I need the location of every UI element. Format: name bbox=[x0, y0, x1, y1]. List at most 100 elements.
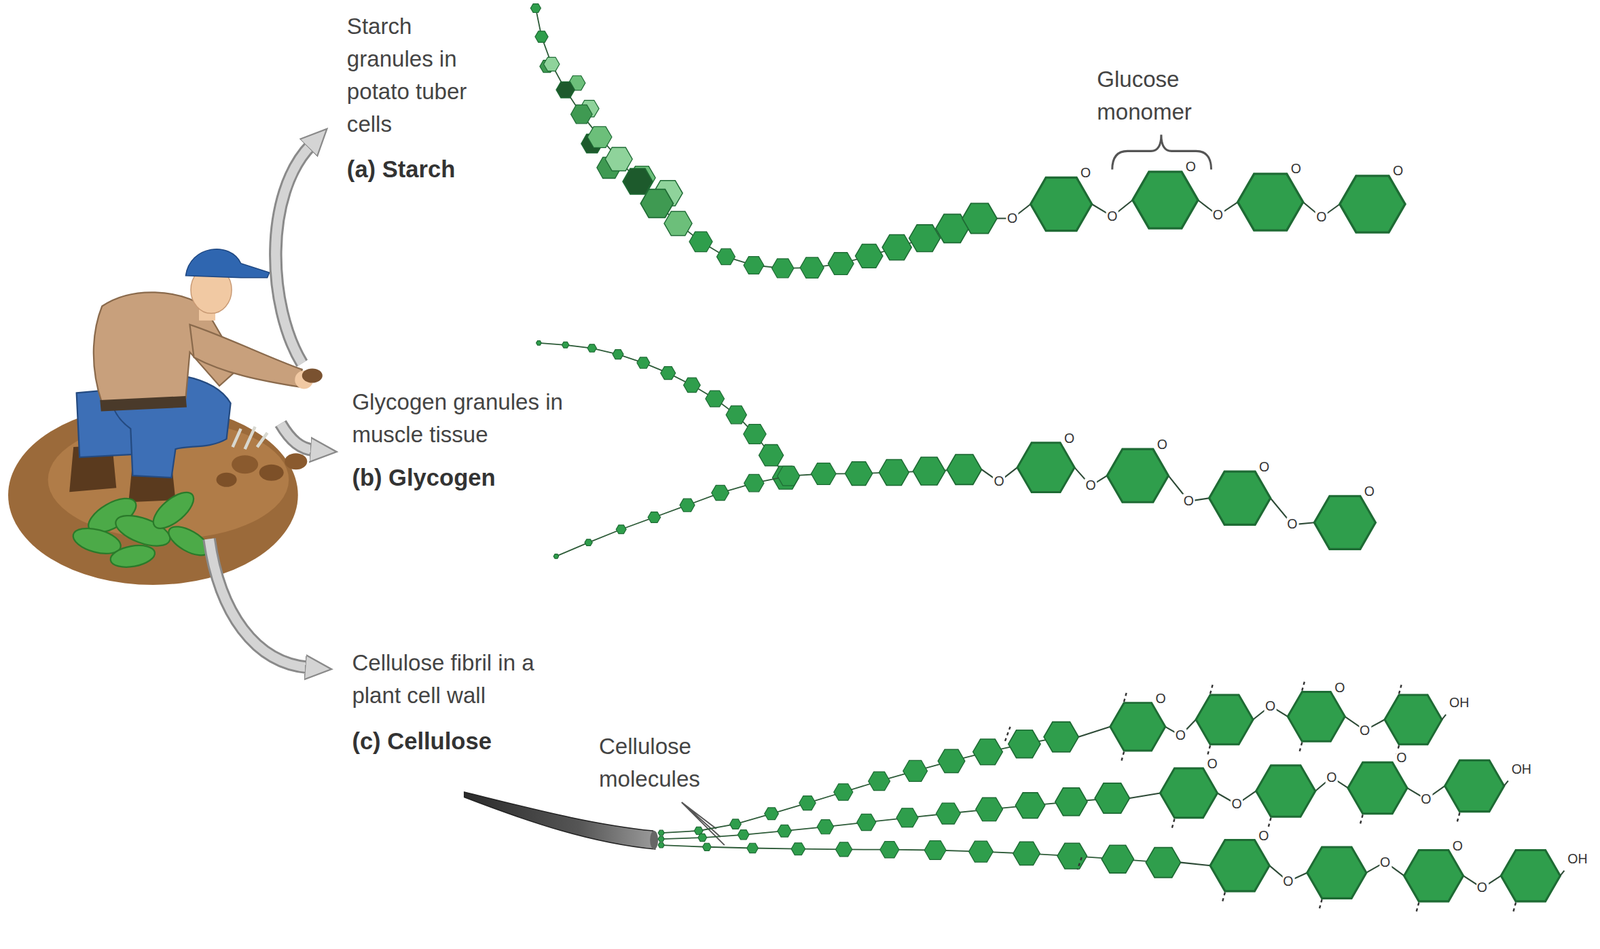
glucose-hexagon bbox=[605, 147, 633, 172]
pointer-arrows bbox=[209, 144, 315, 667]
glucose-hexagon bbox=[882, 234, 912, 260]
glucose-hexagon bbox=[799, 795, 816, 811]
glucose-hexagon bbox=[1500, 849, 1560, 901]
structure-label: Glycogen granules in muscle tissue bbox=[351, 385, 582, 451]
potato bbox=[216, 472, 238, 487]
glucose-hexagon bbox=[833, 783, 853, 800]
glucose-hexagon bbox=[737, 829, 750, 840]
hydrogen-bond bbox=[1398, 682, 1403, 695]
glucose-hexagon bbox=[553, 554, 559, 559]
glycogen-chain bbox=[553, 442, 1376, 559]
atom-label: O bbox=[1182, 493, 1195, 508]
atom-label: O bbox=[1282, 874, 1295, 889]
atom-label: O bbox=[1230, 796, 1243, 811]
glucose-hexagon bbox=[1314, 495, 1376, 549]
monomer-label: Glucose monomer bbox=[1096, 63, 1240, 129]
glucose-hexagon bbox=[1210, 839, 1270, 891]
glucose-hexagon bbox=[743, 256, 765, 275]
glycosidic-bond bbox=[1504, 780, 1509, 786]
glucose-hexagon bbox=[1339, 175, 1406, 233]
structure-label: Cellulose fibril in a plant cell wall bbox=[351, 647, 582, 713]
glucose-hexagon bbox=[835, 842, 852, 857]
atom-label: O bbox=[1155, 437, 1169, 452]
glucose-hexagon bbox=[1404, 849, 1464, 901]
chain-backbone bbox=[535, 8, 980, 269]
atom-label: O bbox=[1289, 162, 1302, 177]
belt bbox=[99, 395, 187, 412]
glucose-hexagon bbox=[771, 258, 794, 278]
hydrogen-bonds bbox=[1005, 679, 1516, 914]
atom-label: O bbox=[1005, 211, 1018, 226]
glucose-hexagon bbox=[615, 524, 627, 534]
structure-label: Starch granules in potato tuber cells bbox=[347, 10, 500, 141]
glucose-hexagon bbox=[1013, 841, 1041, 865]
glucose-hexagon bbox=[587, 344, 597, 352]
hydrogen-bond bbox=[1415, 902, 1420, 915]
cellulose-chain bbox=[658, 839, 1565, 901]
atom-label: O bbox=[1333, 680, 1347, 695]
glucose-hexagon bbox=[816, 819, 834, 834]
atom-label: O bbox=[1257, 828, 1270, 843]
atom-label: O bbox=[1379, 854, 1392, 869]
atom-label: O bbox=[1325, 770, 1338, 785]
glycosidic-bond bbox=[1078, 726, 1111, 737]
glucose-hexagon bbox=[880, 841, 900, 858]
atom-label: OH bbox=[1510, 761, 1533, 777]
potato bbox=[231, 455, 259, 474]
hydrogen-bond bbox=[1299, 742, 1303, 754]
hydrogen-bond bbox=[1207, 744, 1211, 757]
hydrogen-bond bbox=[1513, 902, 1517, 915]
glucose-hexagon bbox=[973, 738, 1004, 765]
atom-label: OH bbox=[1566, 852, 1589, 867]
glucose-hexagon bbox=[689, 231, 713, 252]
glucose-hexagon bbox=[694, 826, 703, 834]
glucose-hexagon bbox=[716, 248, 735, 265]
glucose-hexagon bbox=[535, 31, 549, 43]
glucose-hexagon bbox=[1008, 730, 1041, 758]
glucose-hexagon bbox=[1110, 702, 1166, 751]
arrow bbox=[275, 144, 312, 364]
glycosidic-bond bbox=[1441, 714, 1446, 720]
glucose-hexagon bbox=[764, 807, 779, 820]
glucose-hexagon bbox=[800, 257, 824, 278]
glucose-hexagon bbox=[702, 842, 712, 851]
cellulose-chain bbox=[658, 691, 1446, 836]
hydrogen-bond bbox=[1267, 817, 1272, 830]
glucose-hexagon bbox=[664, 211, 693, 236]
fibril bbox=[464, 791, 656, 849]
atom-label: O bbox=[1420, 791, 1433, 807]
glucose-hexagon bbox=[975, 797, 1004, 821]
glucose-hexagon bbox=[1030, 177, 1093, 231]
glucose-hexagon bbox=[584, 539, 593, 547]
atom-label: O bbox=[1264, 698, 1277, 713]
glucose-hexagon bbox=[855, 243, 883, 268]
atom-label: O bbox=[1211, 208, 1224, 223]
atom-label: O bbox=[1315, 210, 1328, 225]
glucose-hexagon bbox=[536, 340, 542, 346]
glucose-hexagon bbox=[810, 463, 836, 485]
glucose-hexagon bbox=[1238, 173, 1304, 231]
atom-label: O bbox=[1475, 880, 1488, 896]
atom-label: O bbox=[1154, 691, 1167, 706]
glucose-hexagon bbox=[903, 759, 928, 781]
glucose-hexagon bbox=[1055, 787, 1088, 816]
glucose-hexagon bbox=[1287, 691, 1345, 741]
hydrogen-bond bbox=[1301, 679, 1306, 691]
glucose-hexagon bbox=[530, 4, 541, 13]
molecule-label: Cellulose molecules bbox=[598, 730, 742, 796]
glucose-hexagon bbox=[658, 829, 665, 836]
glucose-hexagon bbox=[637, 357, 650, 369]
atom-label: O bbox=[1174, 728, 1187, 743]
glucose-hexagon bbox=[1445, 759, 1505, 811]
hydrogen-bond bbox=[1171, 819, 1175, 831]
panel-title: (a) Starch bbox=[347, 152, 456, 186]
glucose-hexagon bbox=[1094, 783, 1130, 813]
glucose-hexagon bbox=[1101, 844, 1134, 873]
potato bbox=[302, 368, 323, 383]
glucose-hexagon bbox=[969, 840, 994, 862]
atom-label: O bbox=[1451, 838, 1464, 853]
glucose-hexagon bbox=[647, 512, 661, 523]
atom-label: O bbox=[1184, 160, 1197, 175]
chain-backbone bbox=[538, 342, 786, 478]
glucose-hexagon bbox=[946, 454, 982, 485]
